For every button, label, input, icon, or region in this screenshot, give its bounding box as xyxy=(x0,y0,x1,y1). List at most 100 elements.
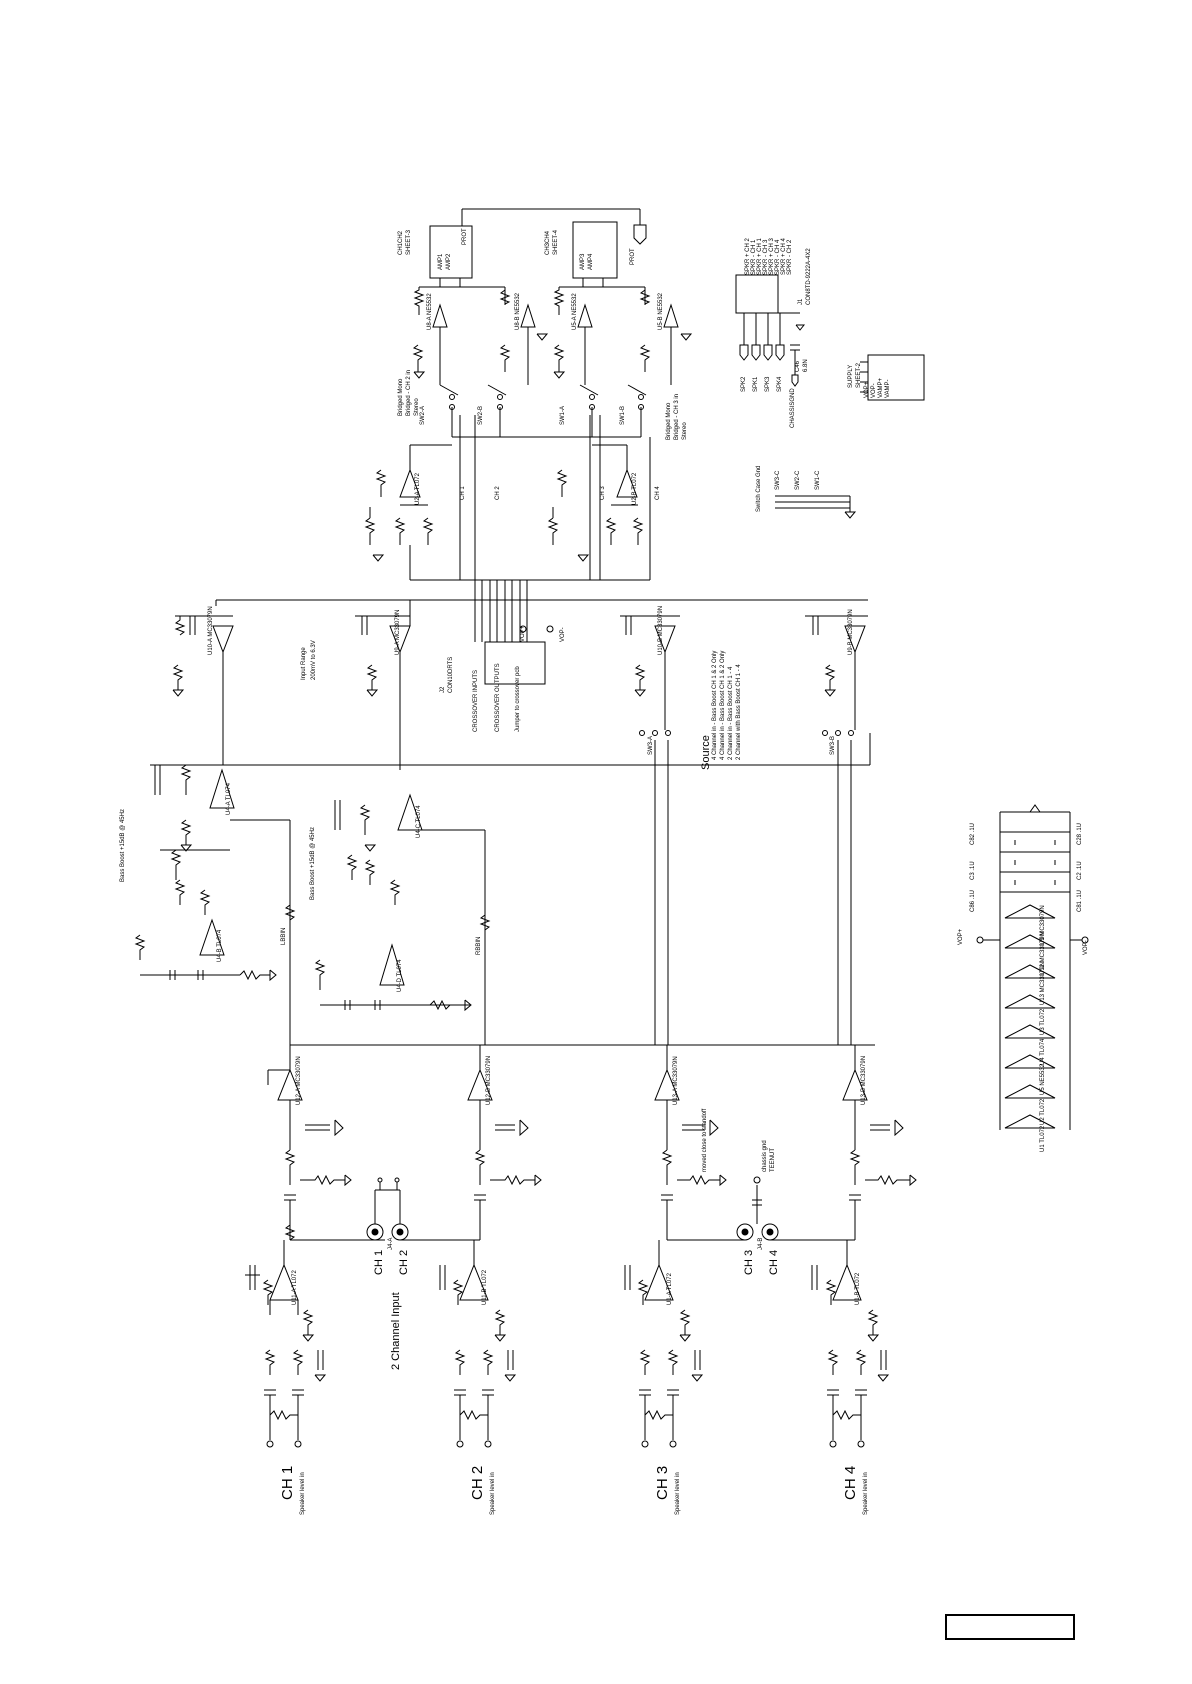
spk2-label: SPK2 xyxy=(741,376,747,392)
amp1-block xyxy=(429,225,473,279)
input-range-label: Input Range xyxy=(301,647,307,680)
opamp-label: U10-A MC33079N xyxy=(208,606,214,655)
opamp-label: U9-B MC33079N xyxy=(848,609,854,655)
ch2-caption: Speaker level in xyxy=(490,1472,496,1515)
rca-jack-ch3-icon xyxy=(736,1223,754,1241)
sw3b-label: SW3-B xyxy=(830,735,836,755)
power-cap-5: C86 .1U xyxy=(970,889,976,912)
ch1-caption: Speaker level in xyxy=(300,1472,306,1515)
amp1-ref: AMP1 xyxy=(438,253,444,270)
power-cap-3: C3 .1U xyxy=(970,861,976,880)
vop-plus-label: VOP+ xyxy=(958,928,964,945)
sw1a-label: SW1-A xyxy=(560,405,566,425)
j2-ref: J2 xyxy=(440,686,446,693)
mode-ch1: CH 1 xyxy=(460,486,466,500)
j1-pin-8: SPKR - CH 2 xyxy=(787,239,793,275)
opamp-label: U8-B NE5532 xyxy=(515,292,521,330)
mode-bottom-3: Stereo xyxy=(682,422,688,440)
switch-case-gnd xyxy=(775,495,857,519)
mode-top-2: Bridged - CH 2 in xyxy=(406,369,412,416)
opamp-label: U10-B MC33079N xyxy=(658,605,664,655)
source-option-1: 4 Channel in - Bass Boost CH 1 & 2 Only xyxy=(712,650,718,760)
mode-ch4: CH 4 xyxy=(655,486,661,500)
supply-block xyxy=(867,354,925,401)
sw1b-label: SW1-B xyxy=(620,405,626,425)
j2-crossover-inputs: CROSSOVER INPUTS xyxy=(473,669,479,732)
supply-rail-3: VAMP+ xyxy=(878,377,884,398)
output-buffers xyxy=(412,286,693,379)
power-cap-1: C82 .1U xyxy=(970,822,976,845)
spk3-label: SPK3 xyxy=(765,376,771,392)
j2-part: CON10DRTS xyxy=(448,656,454,693)
ch3-label: CH 3 xyxy=(654,1465,671,1500)
chassis-note: moved close to standoff xyxy=(702,1108,708,1172)
source-title: Source xyxy=(700,735,712,770)
input-section xyxy=(245,1044,917,1448)
mode-bottom-2: Bridged - CH 3 in xyxy=(674,393,680,440)
j2-jumper-note: Jumper to crossover pcb xyxy=(515,666,521,732)
j2-vop-minus: VOP- xyxy=(560,627,566,642)
amp3-label: CH3CH4 xyxy=(545,230,551,255)
connector-j2 xyxy=(484,641,546,685)
opamp-label: U8-A NE5532 xyxy=(427,293,433,330)
supply-rail-1: VOP+ xyxy=(864,381,870,398)
amp-output-section xyxy=(364,208,925,581)
power-ic-5: U4 TL074 xyxy=(1040,1038,1046,1065)
amp3-sub: AMP4 xyxy=(588,253,594,270)
opamp-label: U13-A MC33079N xyxy=(673,1056,679,1105)
jack-ch4-label: CH 4 xyxy=(768,1249,780,1275)
opamp-label: U4-B TL074 xyxy=(217,929,223,962)
bass-boost-section xyxy=(134,580,871,1045)
bass-boost-mid-label: Bass Boost +15dB @ 45Hz xyxy=(310,827,316,900)
prot-port-icon xyxy=(633,224,647,245)
amp1-label: CH1CH2 xyxy=(398,230,404,255)
power-cap-6: C81 .1U xyxy=(1077,889,1083,912)
mode-ch3: CH 3 xyxy=(600,486,606,500)
vop-minus-label: VOP- xyxy=(1083,940,1089,955)
j4a-label: J4-A xyxy=(388,1237,394,1250)
amp3-sheet: SHEET-4 xyxy=(553,229,559,255)
bass-boost-left-label: Bass Boost +15dB @ 45Hz xyxy=(120,809,126,882)
amp1-sub: AMP2 xyxy=(446,253,452,270)
prot-label-2: PROT xyxy=(630,248,636,265)
speaker-connector-j1 xyxy=(735,274,806,387)
j2-crossover-outputs: CROSSOVER OUTPUTS xyxy=(495,663,501,732)
supply-rail-4: VAMP- xyxy=(885,379,891,398)
power-ic-6: U5 NE5532 xyxy=(1040,1063,1046,1095)
ch2-label: CH 2 xyxy=(469,1465,486,1500)
opamp-label: U12-A MC33079N xyxy=(296,1056,302,1105)
opamp-label: U4-A TL074 xyxy=(226,783,232,815)
chassisgnd-label: CHASSISGND xyxy=(790,388,796,428)
source-option-4: 2 Channel with Bass Boost CH 1 - 4 xyxy=(736,664,742,760)
sw3c-label: SW3-C xyxy=(775,470,781,490)
teenut-label: TEENUT xyxy=(770,1148,776,1172)
jack-ch1-label: CH 1 xyxy=(373,1249,385,1275)
mode-ch2: CH 2 xyxy=(495,486,501,500)
spk1-label: SPK1 xyxy=(753,376,759,392)
amp1-sheet: SHEET-3 xyxy=(406,229,412,255)
opamp-label: U4-C TL074 xyxy=(416,805,422,838)
c46-label: C46 xyxy=(795,360,801,372)
input-range-value: 200mV to 6.3V xyxy=(311,640,317,680)
jack-ch2-label: CH 2 xyxy=(398,1249,410,1275)
sw3a-label: SW3-A xyxy=(648,735,654,755)
net-label: RBBIN xyxy=(476,936,482,955)
power-ic-8: U1 TL072 xyxy=(1040,1125,1046,1152)
mode-top-1: Bridged Mono xyxy=(398,378,404,416)
power-ic-4: U3 TL072 xyxy=(1040,1008,1046,1035)
opamp-label: U2-A TL072 xyxy=(415,473,421,505)
ch4-caption: Speaker level in xyxy=(863,1472,869,1515)
opamp-label: U9-A MC33079N xyxy=(395,609,401,655)
rca-jack-ch4-icon xyxy=(761,1223,779,1241)
chassis-gnd-label: chassis gnd xyxy=(762,1140,768,1172)
supply-ref: SUPPLY xyxy=(848,364,854,388)
supply-rail-2: VOP- xyxy=(871,383,877,398)
opamp-label: U2-B TL072 xyxy=(632,472,638,505)
j2-vop-plus: VOP+ xyxy=(520,625,526,642)
amp3-ref: AMP3 xyxy=(580,253,586,270)
two-channel-input-label: 2 Channel Input xyxy=(390,1292,402,1370)
opamp-label: U5-B NE5532 xyxy=(658,292,664,330)
opamp-label: U5-A NE5532 xyxy=(572,293,578,330)
j1-ref: J1 xyxy=(798,298,804,305)
